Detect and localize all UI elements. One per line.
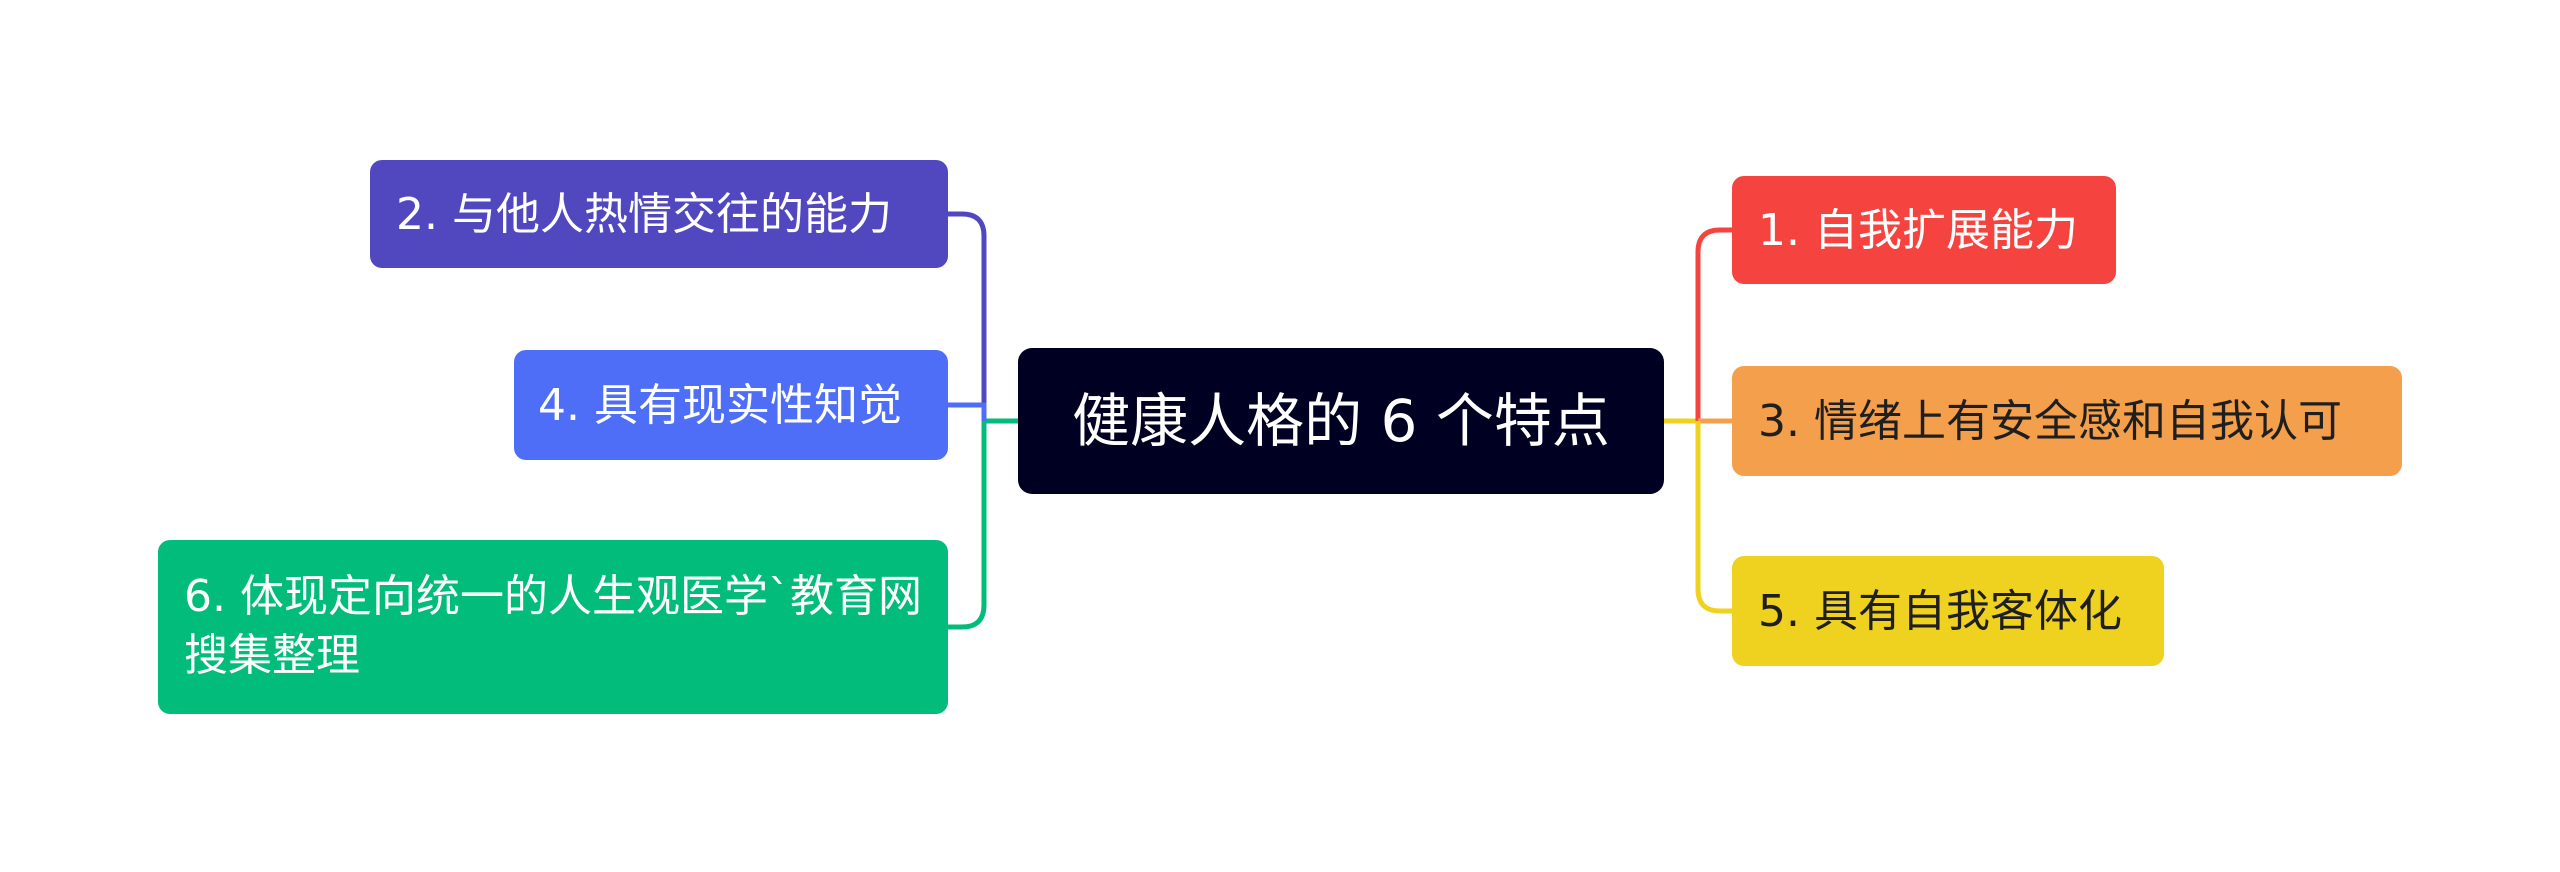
central-topic-label: 健康人格的 6 个特点	[1072, 386, 1610, 455]
branch-node-2[interactable]: 2. 与他人热情交往的能力	[370, 160, 948, 268]
branch-node-6-label: 6. 体现定向统一的人生观医学`教育网搜集整理	[184, 571, 922, 681]
connector-branch-4	[948, 402, 987, 421]
branch-node-1[interactable]: 1. 自我扩展能力	[1732, 176, 2116, 284]
branch-node-5[interactable]: 5. 具有自我客体化	[1732, 556, 2164, 666]
branch-node-4[interactable]: 4. 具有现实性知觉	[514, 350, 948, 460]
connector-branch-2	[948, 211, 987, 421]
branch-node-1-label: 1. 自我扩展能力	[1758, 204, 2078, 256]
branch-node-4-label: 4. 具有现实性知觉	[538, 379, 902, 431]
branch-node-3-label: 3. 情绪上有安全感和自我认可	[1758, 395, 2342, 447]
connector-branch-1	[1695, 227, 1732, 421]
branch-node-3[interactable]: 3. 情绪上有安全感和自我认可	[1732, 366, 2402, 476]
branch-node-6[interactable]: 6. 体现定向统一的人生观医学`教育网搜集整理	[158, 540, 948, 714]
branch-node-5-label: 5. 具有自我客体化	[1758, 585, 2122, 637]
connector-branch-6	[948, 421, 987, 630]
branch-node-2-label: 2. 与他人热情交往的能力	[396, 188, 892, 240]
connector-branch-5	[1695, 421, 1732, 614]
central-topic[interactable]: 健康人格的 6 个特点	[1018, 348, 1664, 494]
